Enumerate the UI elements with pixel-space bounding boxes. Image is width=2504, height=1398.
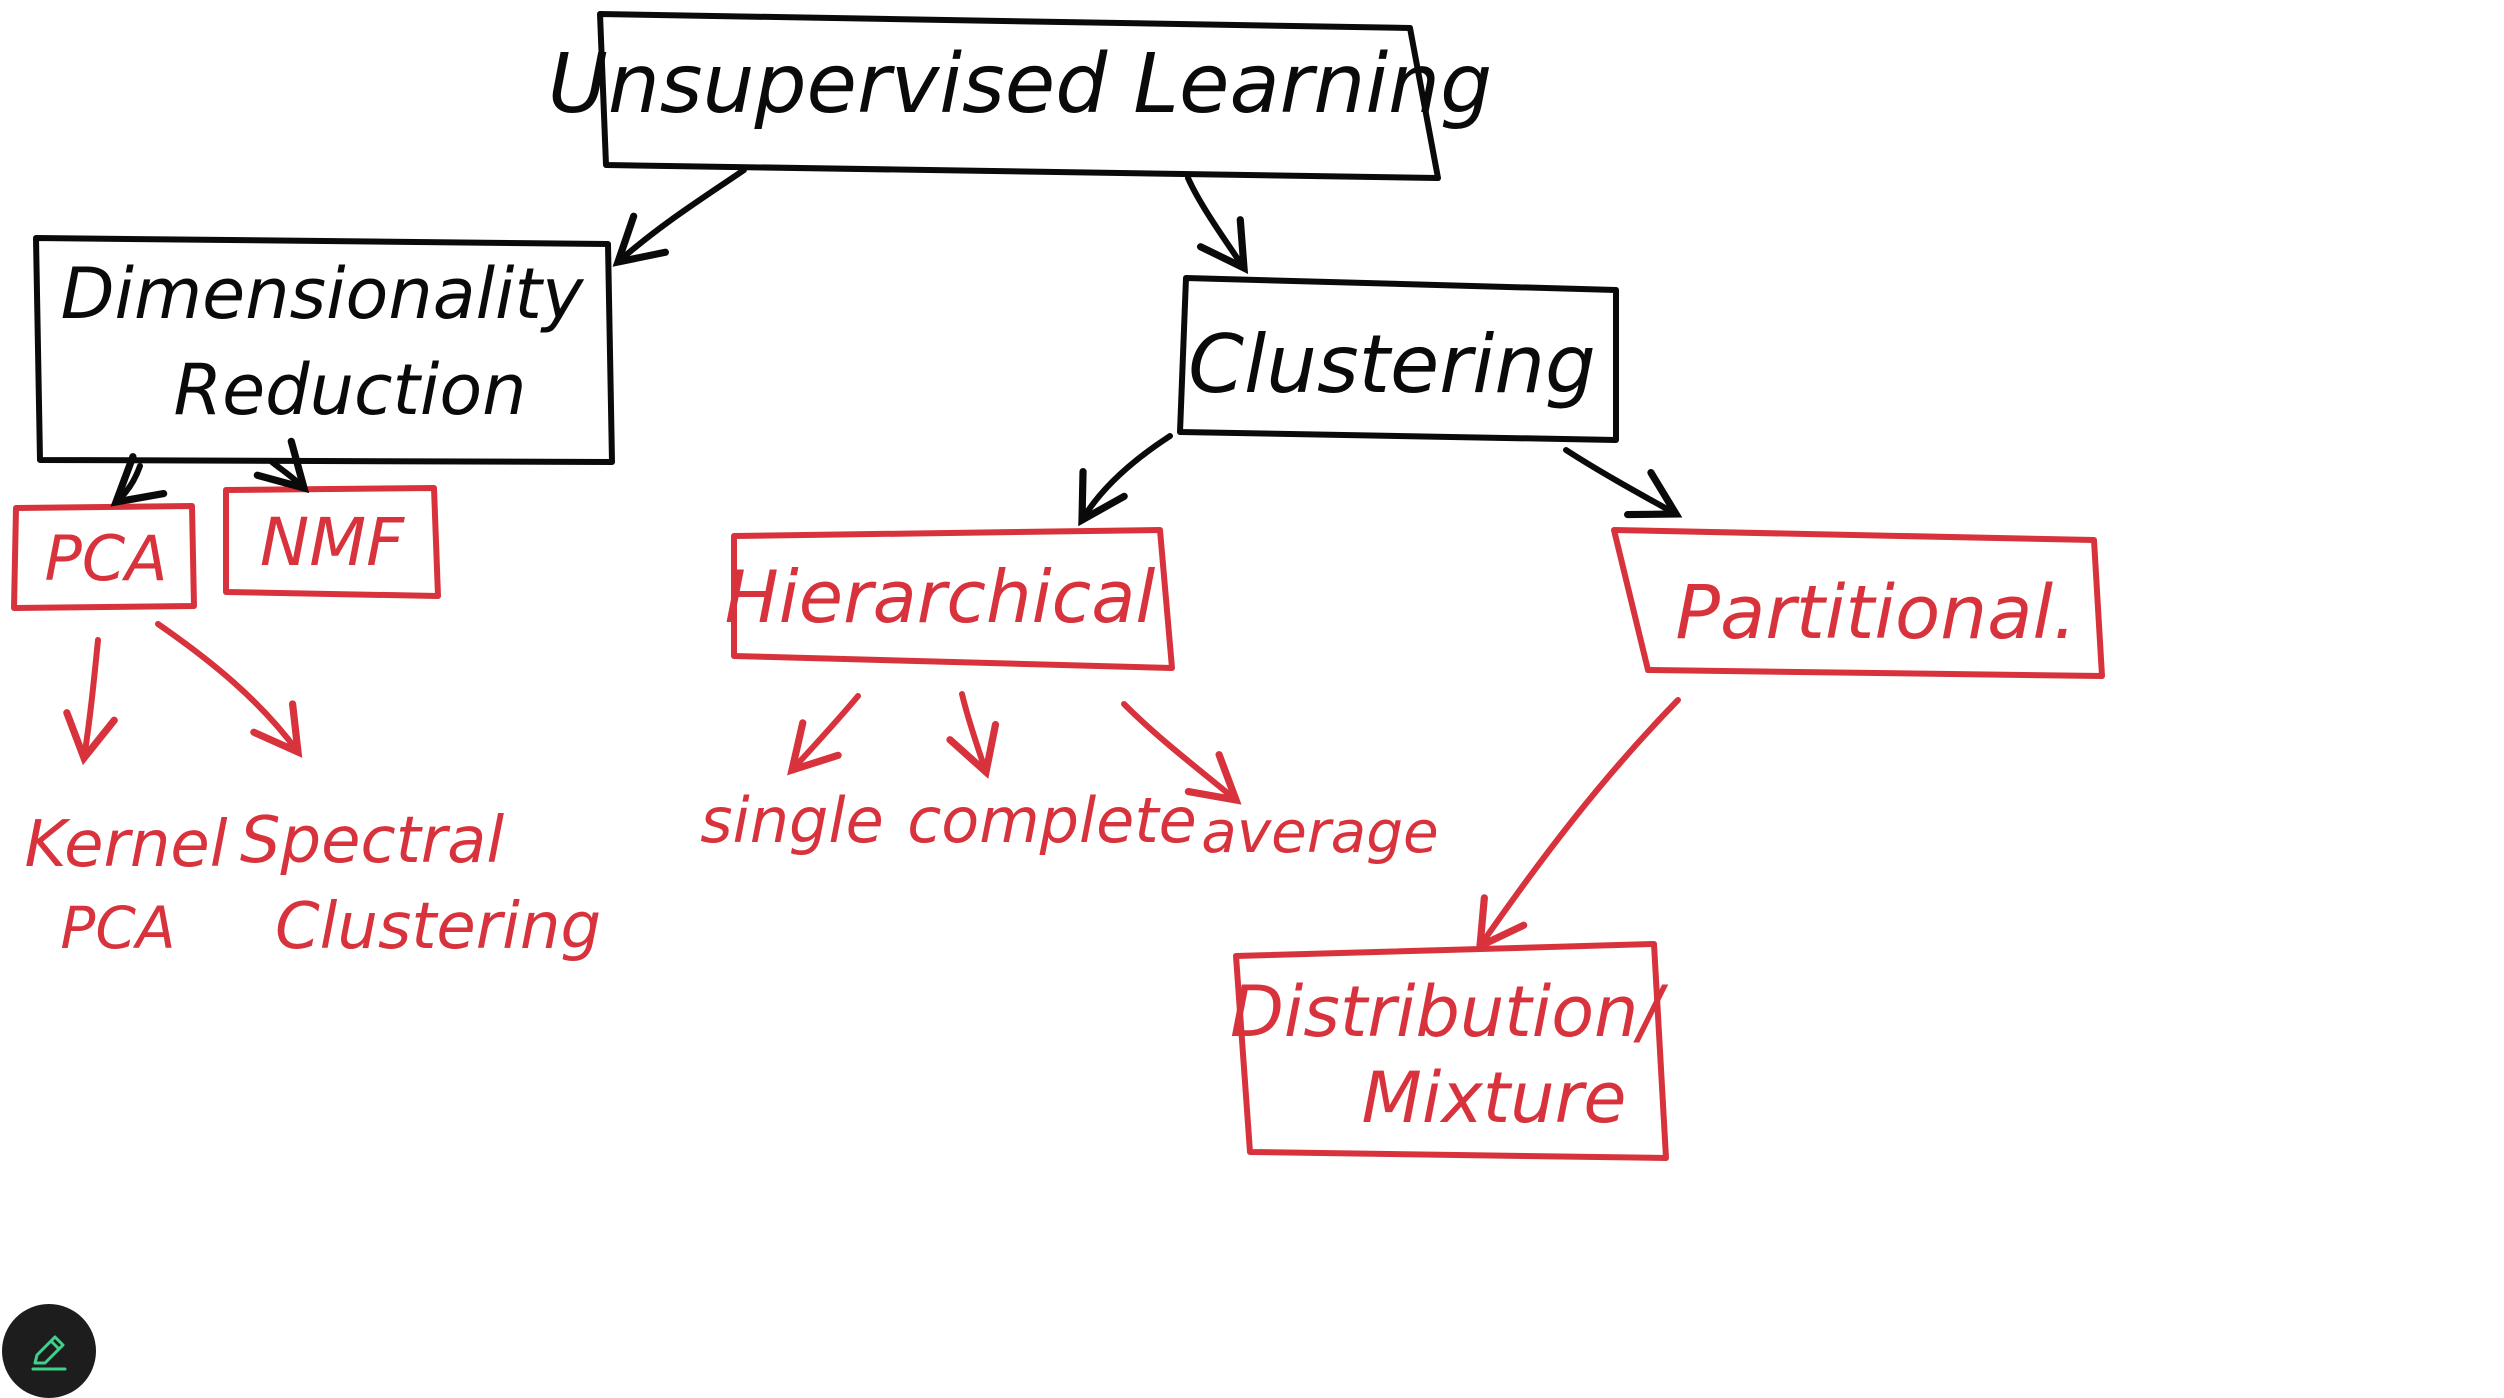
edge-clustering-to-partitional (1563, 447, 1683, 519)
dimensionality-label-line2: Reduction (173, 349, 526, 431)
edge-root-to-dimensionality (612, 167, 747, 267)
pca-box (11, 503, 197, 611)
edge-clustering-to-hierarchical (1078, 433, 1173, 527)
edge-dimensionality-to-nmf (253, 437, 310, 494)
edge-partitional-to-distribution (1475, 697, 1681, 952)
kernel-pca-label-line1: Kernel (24, 808, 227, 882)
kernel-pca-label-line2: PCA (60, 894, 175, 962)
partitional-box (1611, 527, 2105, 679)
complete-linkage-label: complete (907, 784, 1197, 857)
single-linkage-label: single (700, 784, 884, 857)
dimensionality-reduction-box (33, 235, 615, 465)
dimensionality-label-line1: Dimensionality (61, 253, 585, 335)
edge-pca-to-kernel-pca (63, 637, 118, 766)
edge-hierarchical-to-complete (946, 691, 1000, 779)
spectral-clustering-label-line1: Spectral (240, 804, 504, 878)
spectral-clustering-label-line2: Clustering (275, 890, 601, 964)
distribution-mixture-box (1233, 941, 1669, 1161)
edge-dimensionality-to-pca (110, 453, 168, 507)
distribution-label-line1: Distribution/ (1230, 971, 1668, 1053)
pencil-icon (31, 1335, 67, 1371)
nmf-label: NMF (260, 504, 405, 581)
edge-hierarchical-to-single (787, 693, 861, 776)
pca-label: PCA (44, 522, 167, 595)
average-linkage-label: average (1201, 798, 1438, 866)
nmf-box (223, 485, 441, 599)
root-node-label: Unsupervised Learning (548, 37, 1492, 132)
pen-tool-button[interactable] (2, 1304, 96, 1398)
edge-hierarchical-to-average (1121, 701, 1242, 805)
hierarchical-box (731, 527, 1175, 671)
hierarchical-label: Hierarchical (725, 555, 1156, 639)
edge-root-to-clustering (1185, 175, 1249, 275)
partitional-label: Partitional. (1675, 570, 2076, 656)
clustering-label: Clustering (1188, 318, 1596, 411)
clustering-box (1177, 275, 1619, 443)
distribution-label-line2: Mixture (1362, 1057, 1627, 1139)
root-node-box (597, 11, 1441, 181)
edge-pca-to-spectral-clustering (155, 621, 303, 758)
